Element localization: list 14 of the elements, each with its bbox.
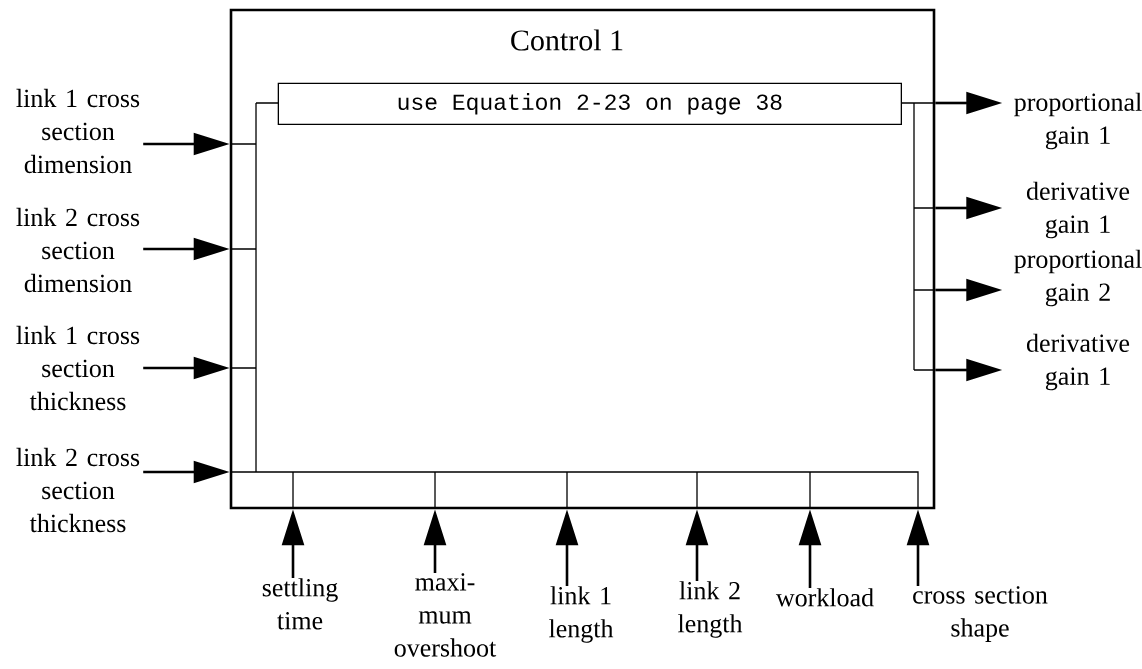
input-label: link 1 length	[549, 586, 614, 643]
input-label: link 2 length	[678, 581, 743, 638]
input-label: link 1 cross section dimension	[16, 88, 140, 174]
output-label: derivative gain 1	[1026, 333, 1130, 391]
input-label: link 1 cross section thickness	[16, 325, 140, 411]
equation-box: use Equation 2-23 on page 38	[277, 82, 902, 125]
input-label: settling time	[262, 578, 338, 630]
output-label: proportional gain 1	[1014, 92, 1142, 150]
input-label: cross section shape	[913, 586, 1048, 642]
input-label: maxi- mum overshoot	[394, 573, 497, 657]
output-label: proportional gain 2	[1014, 249, 1142, 307]
input-label: workload	[775, 588, 874, 607]
input-label: link 2 cross section thickness	[16, 447, 140, 533]
input-label: link 2 cross section dimension	[16, 207, 140, 293]
